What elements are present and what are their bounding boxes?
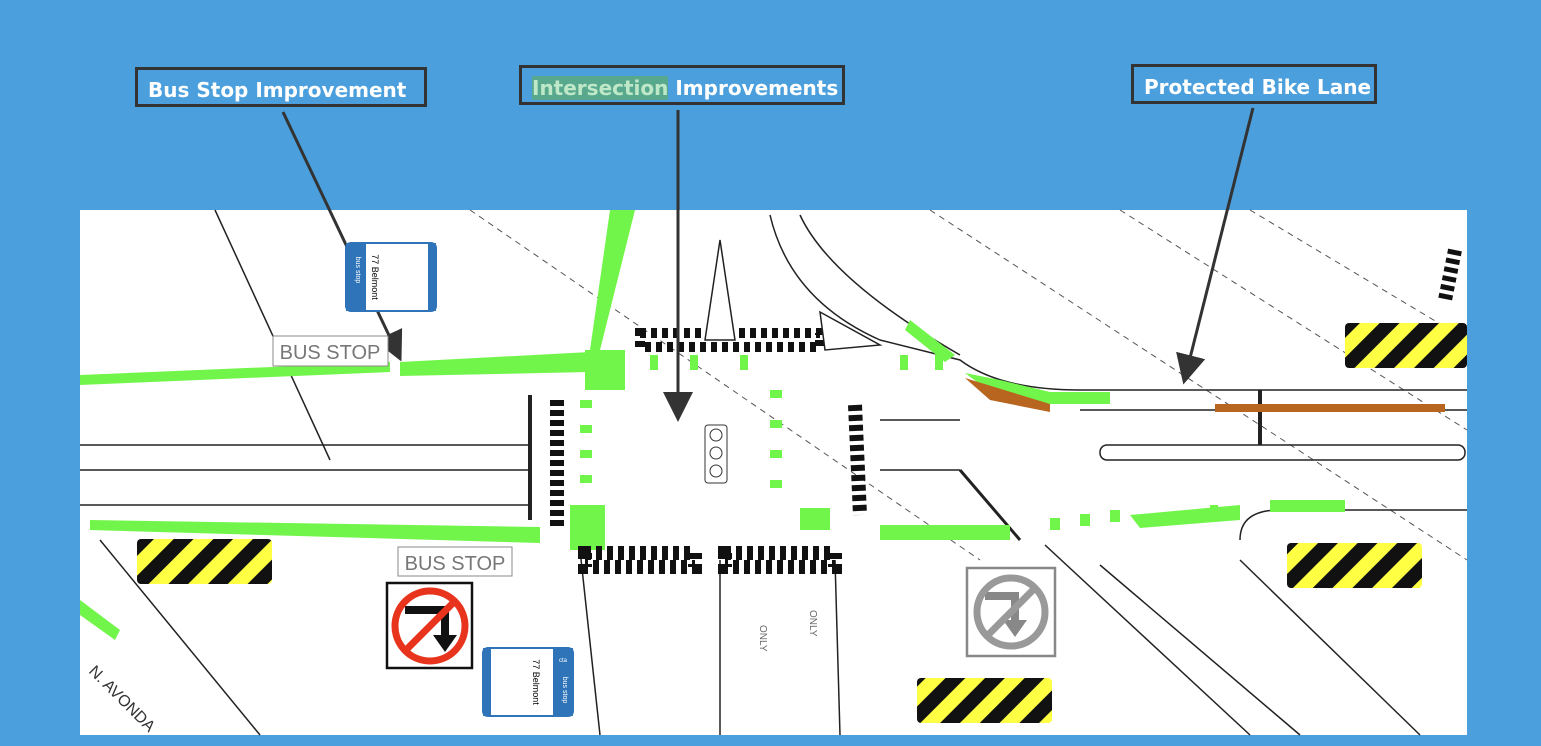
bus-sign-word: bus stop	[354, 257, 361, 284]
lane-only-label: ONLY	[807, 610, 818, 637]
bus-sign-brand: cta	[559, 658, 568, 664]
hazard-marker	[1345, 323, 1467, 368]
hazard-marker	[917, 678, 1052, 723]
hazard-marker	[137, 539, 272, 584]
bike-lanes	[80, 210, 1345, 640]
bus-stop-label: BUS STOP	[405, 553, 506, 575]
green-crossings	[580, 355, 1218, 530]
cta-bus-stop-sign	[482, 647, 574, 717]
map-canvas	[80, 210, 1467, 735]
no-left-turn-sign	[385, 581, 474, 670]
median-island	[704, 239, 736, 341]
callout-text: Protected Bike Lane	[1144, 75, 1372, 99]
buffer-strip	[1215, 404, 1445, 412]
diagonal-guides	[469, 209, 1468, 561]
callout-intersection-improvements: Intersection Improvements	[519, 65, 845, 105]
bus-stop-label: BUS STOP	[280, 342, 381, 364]
callout-arrow	[1176, 107, 1255, 385]
callout-highlight: Intersection	[532, 76, 669, 100]
crosswalks	[550, 248, 1462, 574]
callout-protected-bike-lane: Protected Bike Lane	[1131, 64, 1377, 104]
bus-sign-route: 77 Belmont	[370, 254, 380, 300]
hazard-marker	[1287, 543, 1422, 588]
traffic-signal-icon	[704, 424, 728, 484]
cta-bus-stop-sign	[345, 242, 437, 312]
callout-bus-stop-improvement: Bus Stop Improvement	[135, 67, 427, 107]
bus-sign-word: bus stop	[561, 677, 568, 704]
lane-only-label: ONLY	[757, 625, 768, 652]
buffer-curve	[965, 378, 1050, 412]
no-left-turn-sign-gray	[965, 566, 1057, 658]
callout-text: Bus Stop Improvement	[148, 78, 407, 102]
callout-text: Improvements	[668, 76, 839, 100]
median-island-east	[819, 310, 883, 351]
bus-sign-route: 77 Belmont	[531, 659, 541, 705]
